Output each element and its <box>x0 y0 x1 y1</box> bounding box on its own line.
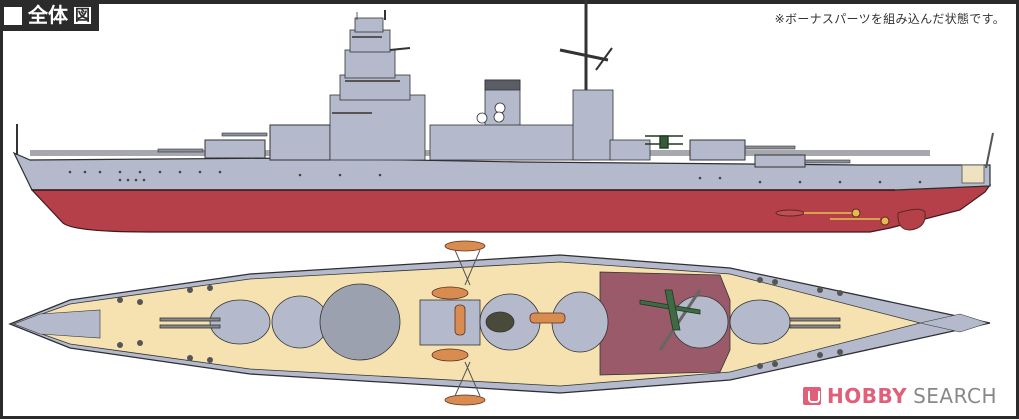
section-title-boxed-char: 図 <box>74 6 92 24</box>
section-title-text: 全体 <box>28 3 68 27</box>
section-title: 全体図 <box>0 0 100 31</box>
watermark-brand-primary: HOBBY <box>826 384 908 408</box>
side-profile <box>12 0 994 233</box>
top-plan <box>8 240 991 406</box>
watermark-logo: HOBBY SEARCH <box>802 384 997 408</box>
watermark-brand-secondary: SEARCH <box>913 384 997 408</box>
square-bullet-icon <box>4 6 22 25</box>
bonus-parts-note: ※ボーナスパーツを組み込んだ状態です。 <box>774 12 1005 26</box>
hobby-search-logo-icon <box>802 387 821 405</box>
